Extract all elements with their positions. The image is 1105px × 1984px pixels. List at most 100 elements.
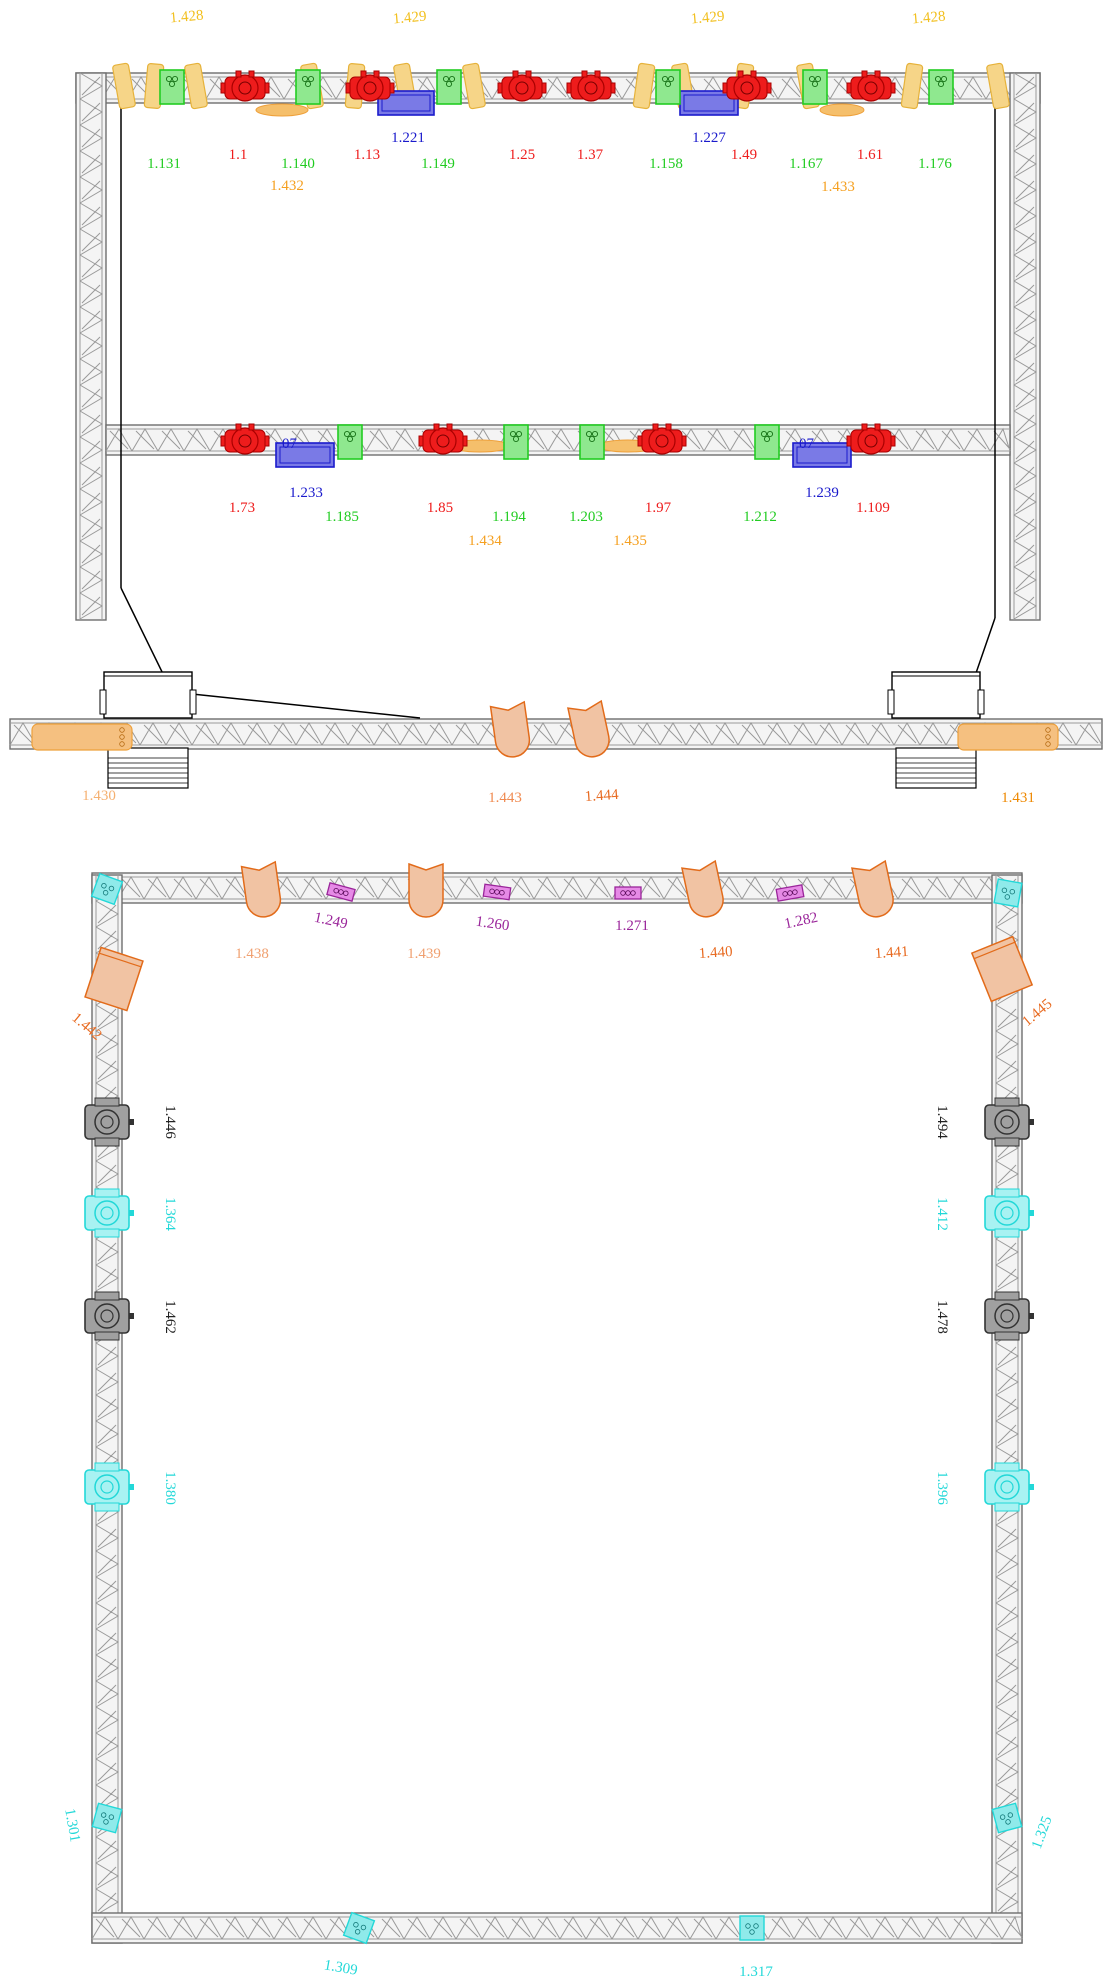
- fixture-body: [851, 859, 894, 918]
- moving-head-fixture-1.364: [84, 1188, 134, 1238]
- corner-fixture-label: 1.445: [1019, 996, 1055, 1030]
- blue-fixture-label: 1.239: [805, 485, 839, 501]
- purple-fixture-label: 1.271: [615, 918, 649, 934]
- green-fixture-label: 1.140: [281, 156, 315, 172]
- fixture-lens: [749, 1929, 755, 1935]
- black-fixture-label: 1.494: [934, 1105, 950, 1139]
- yellow-beam-fixture: [112, 62, 136, 110]
- fixture-lens: [119, 727, 125, 733]
- red-fixture-label: 1.25: [509, 147, 535, 163]
- fixture-body: [819, 103, 865, 117]
- fixture-ear: [512, 70, 519, 78]
- fixture-ear: [737, 70, 744, 78]
- fixture-lens: [1004, 894, 1011, 900]
- orange-fixture-label: 1.434: [468, 533, 502, 549]
- fixture-lens: [1000, 1115, 1014, 1129]
- fixture-body: [489, 700, 531, 758]
- fixture-body: [567, 699, 610, 758]
- green-fixture-label: 1.185: [325, 509, 359, 525]
- moving-head-fixture-1.380: [84, 1462, 134, 1512]
- fixture-body: [255, 103, 309, 117]
- fixture-head: [429, 427, 457, 455]
- fixture-handle: [264, 435, 270, 447]
- fixture-ear: [235, 423, 242, 431]
- flood-fixture-1.445: [970, 935, 1034, 1003]
- front-truss-bar-1.430: [31, 723, 133, 751]
- fixture-lens: [1001, 887, 1008, 894]
- fixture-lens: [664, 80, 672, 88]
- fixture-body: [632, 62, 656, 110]
- cyan-fixture-label: 1.380: [162, 1471, 178, 1505]
- profile-fixture-1.441: [851, 859, 894, 918]
- fixture-lens: [1000, 1480, 1014, 1494]
- fixture-lens: [591, 430, 599, 438]
- fixture-body: [986, 62, 1010, 110]
- fixture-yoke: [994, 1097, 1020, 1107]
- yellow-beam-fixture: [986, 62, 1010, 110]
- profile-fixture-1.440: [681, 859, 724, 918]
- truss-web: [91, 1915, 1023, 1940]
- yellow-fixture-label: 1.429: [690, 9, 725, 28]
- fixture-lens: [811, 80, 819, 88]
- green-fixture-label: 1.158: [649, 156, 683, 172]
- black-fixture-label: 1.446: [162, 1105, 178, 1139]
- fixture-head: [648, 427, 676, 455]
- cable-line: [120, 587, 192, 681]
- fixture-lens: [100, 1480, 114, 1494]
- fixture-frame: [796, 446, 848, 464]
- fixture-lens: [499, 889, 505, 896]
- fixture-yoke: [994, 1331, 1020, 1341]
- fixture-body: [775, 884, 805, 902]
- orange-fixture-label: 1.441: [874, 944, 909, 962]
- fixture-lens: [1045, 727, 1051, 733]
- fixture-lens: [445, 80, 453, 88]
- red-spot-fixture: [497, 70, 547, 102]
- fixture-connector: [129, 1210, 134, 1216]
- lift-body: [103, 671, 193, 719]
- fixture-lens: [354, 1929, 361, 1935]
- fixture-connector: [129, 1484, 134, 1490]
- fixture-lens: [238, 81, 252, 95]
- fixture-body: [614, 886, 642, 900]
- fixture-ear: [248, 70, 255, 78]
- green-fixture-label: 1.194: [492, 509, 526, 525]
- red-fixture-label: 1.61: [857, 147, 883, 163]
- fixture-lens: [307, 75, 315, 83]
- purple-fixture-label: 1.282: [783, 910, 819, 933]
- fixture-lens: [238, 434, 252, 448]
- green-fixture-label: 1.212: [743, 509, 777, 525]
- fixture-lens: [515, 81, 529, 95]
- fixture-lens: [165, 75, 173, 83]
- fixture-body: [739, 1915, 765, 1941]
- moving-head-fixture-1.478: [984, 1291, 1034, 1341]
- fixture-lens: [1009, 889, 1015, 895]
- fixture-ear: [652, 423, 659, 431]
- cyan-fixture-label: 1.309: [323, 1957, 359, 1979]
- purple-led-fixture-1.260: [482, 883, 512, 901]
- red-spot-fixture: [220, 70, 270, 102]
- fixture-handle: [890, 435, 896, 447]
- red-fixture-label: 1.13: [354, 147, 380, 163]
- fixture-lens: [353, 1922, 359, 1928]
- red-fixture-label: 1.109: [856, 500, 890, 516]
- fixture-yoke: [994, 1188, 1020, 1198]
- blue-fixture-label: 1.221: [391, 130, 425, 146]
- fixture-head: [94, 1200, 120, 1226]
- yellow-fixture-label: 1.429: [392, 9, 427, 28]
- fixture-ear: [750, 70, 757, 78]
- green-wash-fixture: [159, 69, 185, 105]
- fixture-handle: [418, 435, 424, 447]
- green-wash-fixture: [579, 424, 605, 460]
- purple-led-fixture-1.282: [775, 884, 805, 902]
- fixture-lip: [99, 952, 142, 968]
- red-fixture-label: 1.73: [229, 500, 255, 516]
- red-spot-fixture: [846, 423, 896, 455]
- fixture-ear: [373, 70, 380, 78]
- fixture-ear: [861, 70, 868, 78]
- fixture-lens: [343, 430, 351, 438]
- yellow-beam-fixture: [184, 62, 208, 110]
- fixture-lens: [655, 434, 669, 448]
- truss-web: [1013, 72, 1037, 620]
- fixture-lens: [436, 434, 450, 448]
